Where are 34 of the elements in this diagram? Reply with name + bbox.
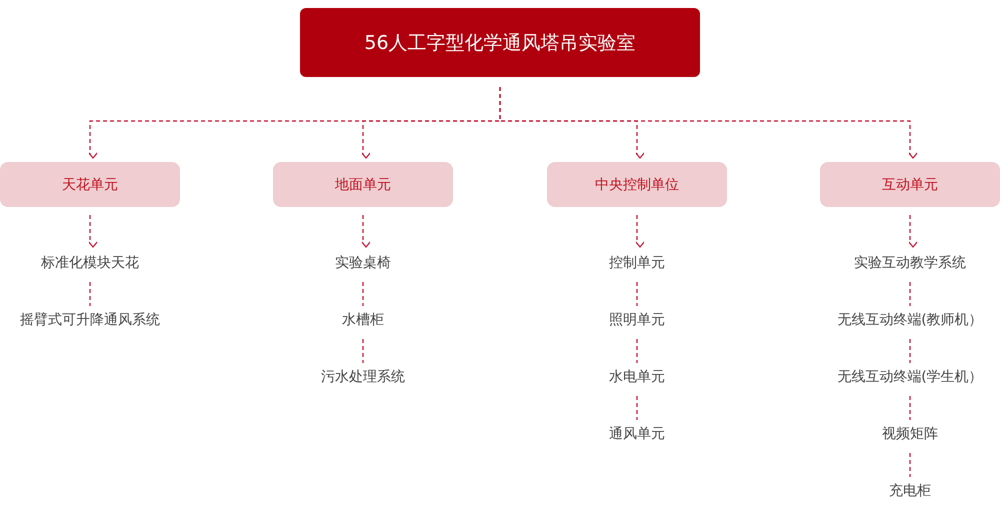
connector-line (636, 339, 638, 363)
connector-line (89, 282, 91, 306)
connector-line (909, 453, 911, 477)
arrow (360, 215, 372, 248)
arrow (634, 215, 646, 248)
item-label: 标准化模块天花 (5, 252, 175, 274)
connector-line (362, 282, 364, 306)
item-label: 实验互动教学系统 (825, 252, 995, 274)
item-label: 污水处理系统 (278, 366, 448, 388)
item-label: 视频矩阵 (825, 423, 995, 445)
item-label: 无线互动终端(学生机） (825, 366, 995, 388)
item-label: 通风单元 (552, 423, 722, 445)
connector-line (362, 339, 364, 363)
item-label: 控制单元 (552, 252, 722, 274)
connector-line (636, 282, 638, 306)
connector-line (909, 282, 911, 306)
connector-line (909, 339, 911, 363)
unit-box: 中央控制单位 (547, 162, 727, 207)
item-label: 实验桌椅 (278, 252, 448, 274)
unit-box: 地面单元 (273, 162, 453, 207)
connector-line (909, 396, 911, 420)
item-label: 充电柜 (825, 480, 995, 502)
title-box: 56人工字型化学通风塔吊实验室 (300, 8, 700, 77)
item-label: 照明单元 (552, 309, 722, 331)
arrow (499, 87, 919, 159)
connector-line (636, 396, 638, 420)
arrow (907, 215, 919, 248)
item-label: 水电单元 (552, 366, 722, 388)
unit-box: 互动单元 (820, 162, 1000, 207)
item-label: 摇臂式可升降通风系统 (5, 309, 175, 331)
item-label: 水槽柜 (278, 309, 448, 331)
arrow (87, 215, 99, 248)
unit-box: 天花单元 (0, 162, 180, 207)
item-label: 无线互动终端(教师机） (825, 309, 995, 331)
